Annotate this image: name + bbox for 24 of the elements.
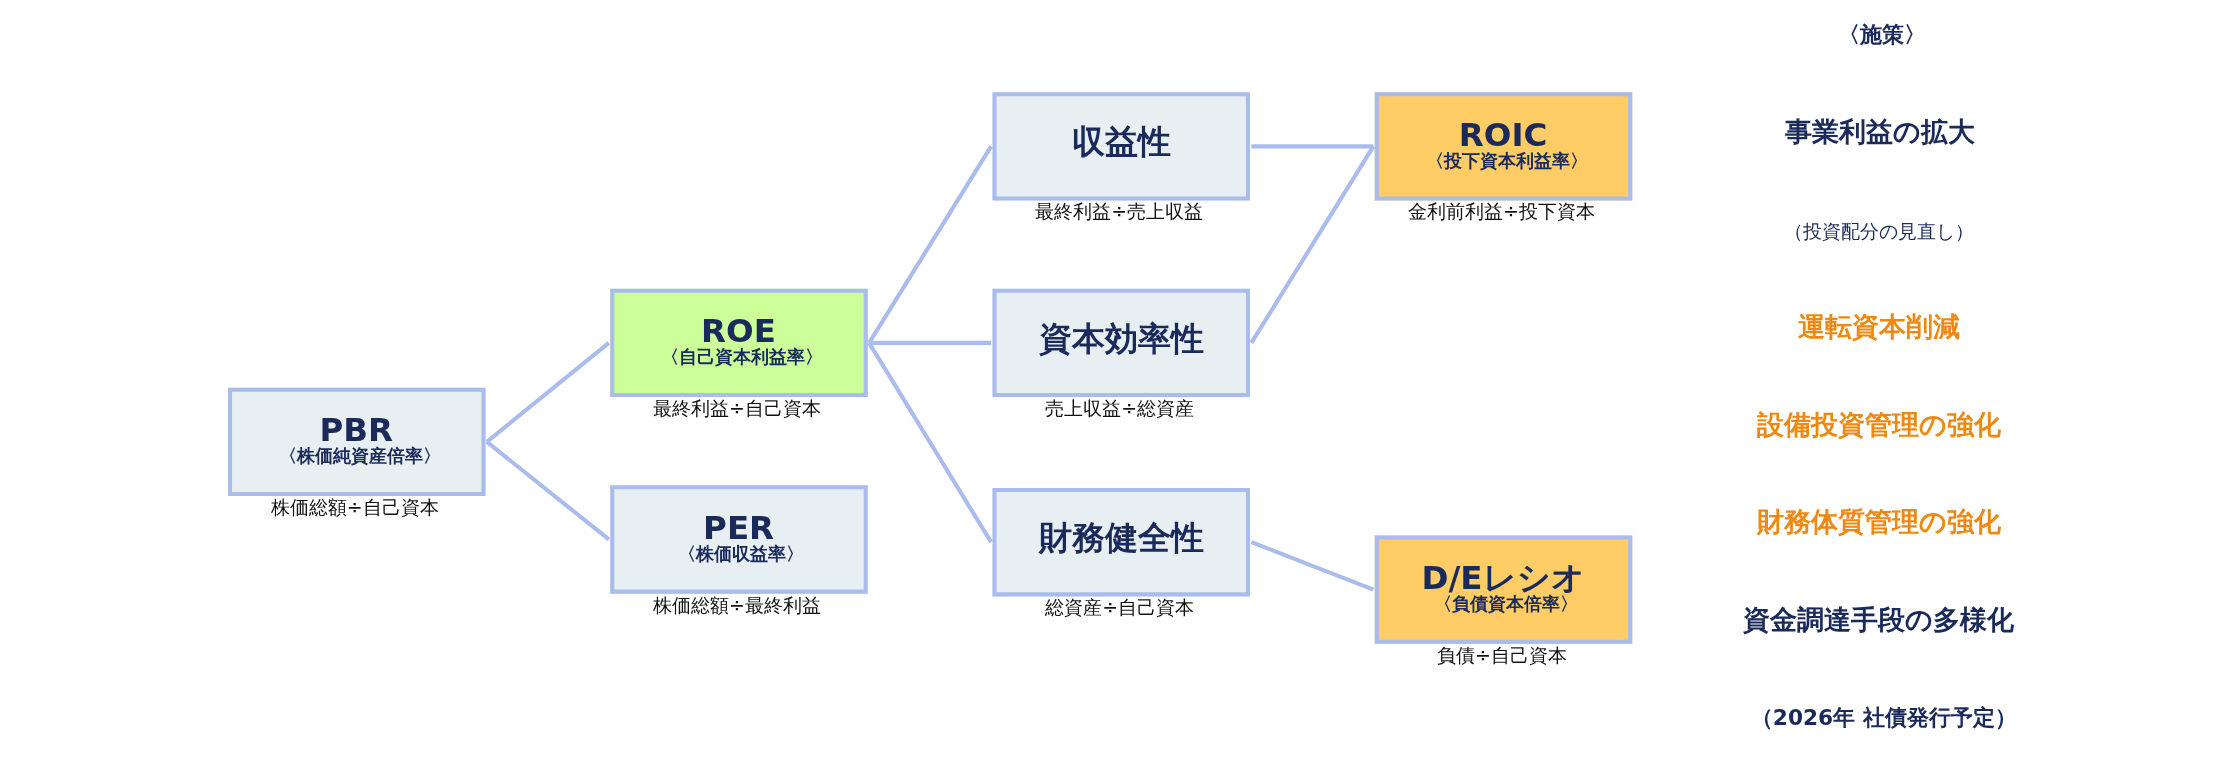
label: 〈施策〉 — [1837, 21, 1926, 47]
node-label: 株価総額÷自己資本 — [270, 495, 439, 518]
label: （投資配分の見直し） — [1783, 220, 1974, 243]
connector — [868, 340, 991, 345]
label: 財務体質管理の強化 — [1756, 506, 2001, 538]
node-label: 株価総額÷最終利益 — [652, 593, 821, 616]
node-label: 最終利益÷自己資本 — [652, 397, 821, 420]
connector — [485, 440, 610, 542]
label: 資金調達手段の多様化 — [1742, 603, 2014, 635]
connector — [866, 341, 993, 544]
connector — [1250, 540, 1374, 592]
label: 運転資本削減 — [1797, 311, 1960, 343]
node-label: 負債÷自己資本 — [1436, 643, 1567, 666]
connector — [485, 341, 610, 444]
node-label: 最終利益÷売上収益 — [1034, 200, 1203, 223]
node-label: 売上収益÷総資産 — [1044, 397, 1194, 420]
label: 事業利益の拡大 — [1784, 115, 1975, 147]
connector — [866, 145, 993, 344]
label: （2026年 社債発行予定） — [1750, 704, 2017, 730]
node-label: 金利前利益÷投下資本 — [1407, 200, 1595, 223]
node-label: 総資産÷自己資本 — [1044, 596, 1194, 619]
label: 設備投資管理の強化 — [1756, 408, 2001, 440]
connector — [1249, 145, 1375, 344]
connector — [1250, 144, 1373, 149]
